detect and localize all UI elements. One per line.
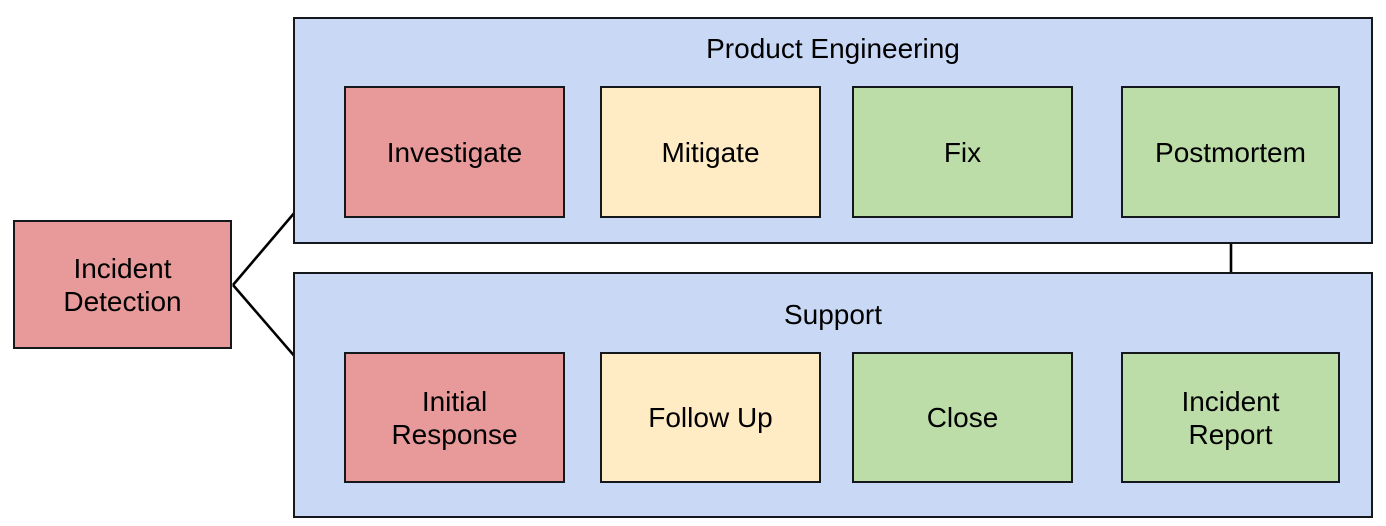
node-label-follow-up: Follow Up	[648, 402, 773, 433]
node-postmortem[interactable]: Postmortem	[1121, 86, 1340, 218]
node-investigate[interactable]: Investigate	[344, 86, 565, 218]
node-label-initial-response: Initial Response	[391, 385, 518, 450]
node-label-investigate: Investigate	[386, 136, 523, 168]
node-label-fix: Fix	[943, 136, 982, 168]
node-label-postmortem: Postmortem	[1155, 136, 1306, 168]
node-incident-detection[interactable]: Incident Detection	[13, 220, 232, 349]
node-close[interactable]: Close	[852, 352, 1073, 483]
node-label-mitigate: Mitigate	[661, 136, 760, 168]
node-fix[interactable]: Fix	[852, 86, 1073, 218]
lane-title-support: Support	[783, 299, 883, 330]
node-initial-response[interactable]: Initial Response	[344, 352, 565, 483]
node-mitigate[interactable]: Mitigate	[600, 86, 821, 218]
node-label-incident-detection: Incident Detection	[63, 252, 182, 317]
lane-title-product-engineering: Product Engineering	[706, 33, 960, 64]
node-label-incident-report: Incident Report	[1181, 385, 1280, 450]
node-label-close: Close	[926, 402, 999, 433]
node-follow-up[interactable]: Follow Up	[600, 352, 821, 483]
node-incident-report[interactable]: Incident Report	[1121, 352, 1340, 483]
